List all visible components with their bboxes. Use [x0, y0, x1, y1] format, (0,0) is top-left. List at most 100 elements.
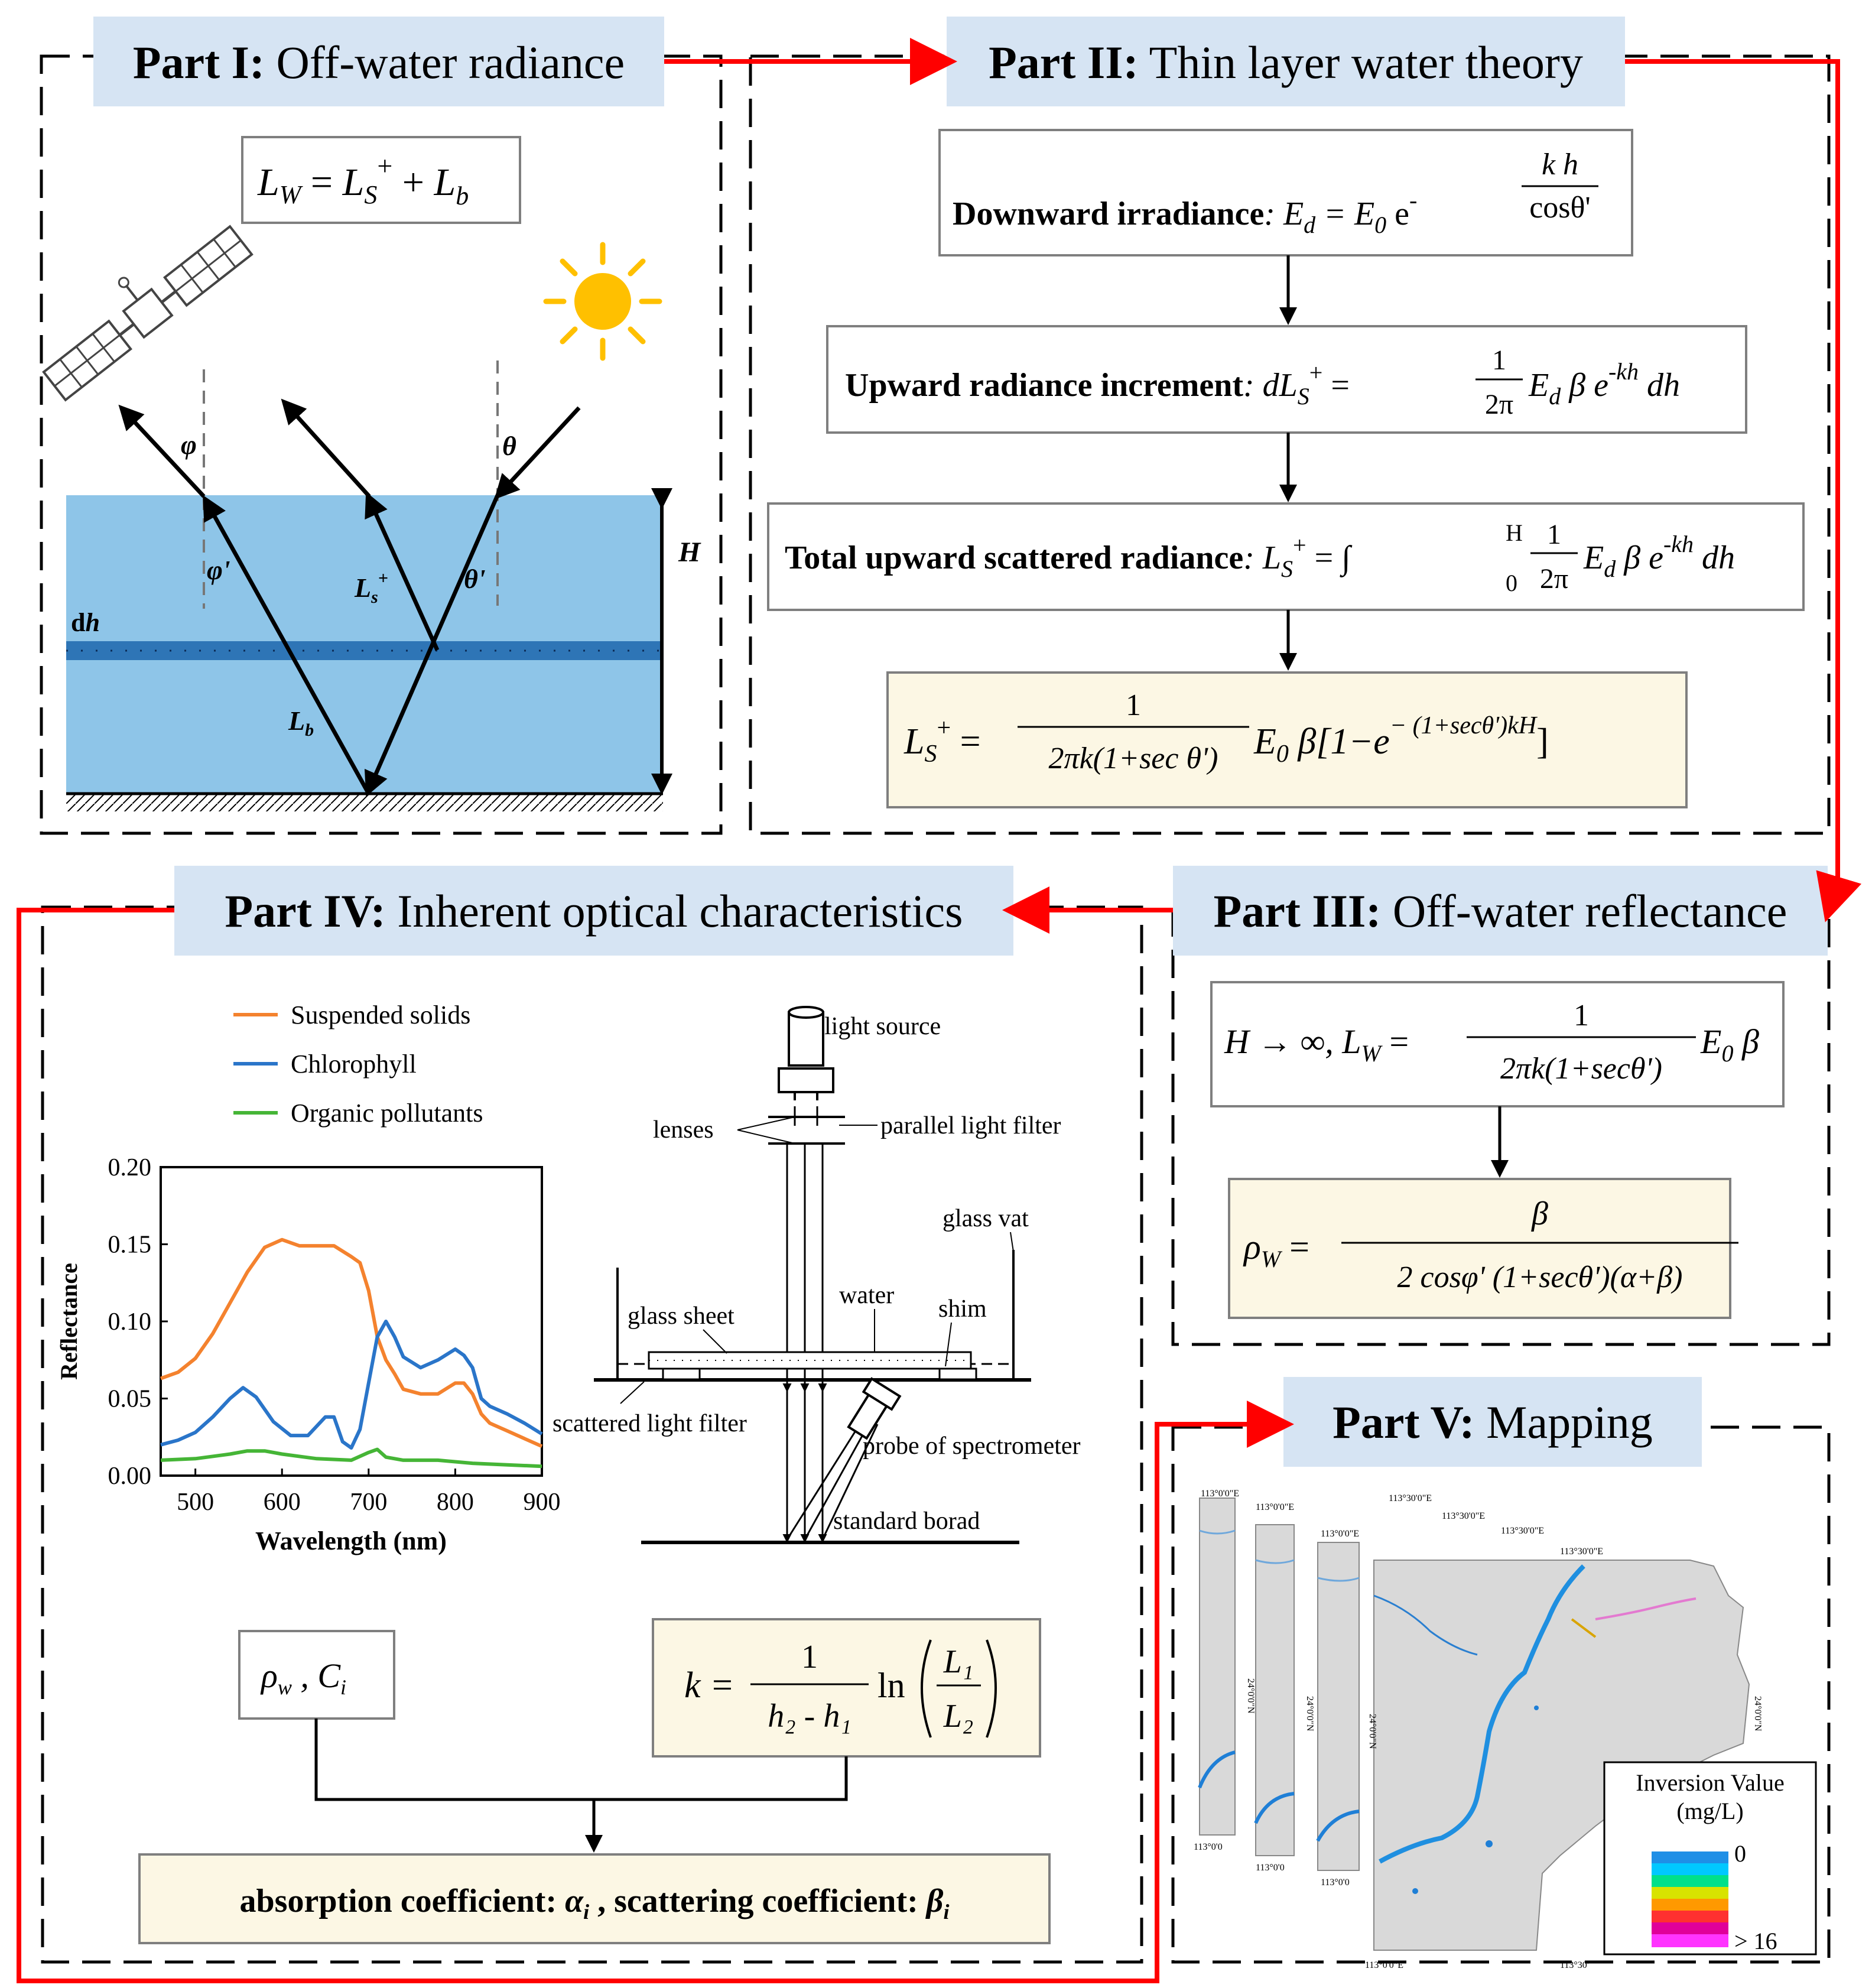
- coord-lon-2: 113°0'0"E: [1256, 1502, 1294, 1512]
- coord-lat-4: 24°0'0"N: [1753, 1696, 1763, 1732]
- reflectance-chart: Suspended solids Chlorophyll Organic pol…: [56, 1001, 561, 1555]
- map-strip-2: [1255, 1524, 1295, 1856]
- part4-title-box: [174, 866, 1013, 956]
- part5-panel: Part V: Mapping 113°0'0"E 113°0'0"E: [1171, 1377, 1831, 1970]
- inputs-text: ρw , Ci: [260, 1656, 346, 1699]
- inputs-box: [238, 1630, 395, 1720]
- part4-panel: Part IV: Inherent optical characteristic…: [41, 866, 1143, 1964]
- part3-dashed-frame: [1171, 911, 1831, 1346]
- satellite-icon: [42, 225, 254, 402]
- sun-icon: [543, 242, 662, 361]
- label-glass-vat: glass vat: [942, 1205, 1029, 1232]
- coord-lon-6: 113°30'0"E: [1501, 1526, 1544, 1536]
- light-beams: [782, 1144, 879, 1543]
- total-scattered-radiance-formula: Total upward scattered radiance: LS+ = ∫: [785, 532, 1353, 582]
- shim-right: [938, 1367, 977, 1380]
- chart-plot-area: [160, 1166, 543, 1477]
- map-river-main: [1379, 1564, 1585, 1864]
- coord-lon-9: 113°30': [1560, 1960, 1589, 1970]
- label-dh: dh: [71, 608, 100, 637]
- ls-result-lhs: LS+ =: [904, 714, 981, 768]
- series-line-0: [160, 1237, 543, 1448]
- measurement-apparatus: light source lenses parallel light filte…: [552, 1006, 1081, 1544]
- rho-w-num: β: [1531, 1196, 1548, 1232]
- part2-title-box: [947, 17, 1625, 106]
- label-light-source: light source: [824, 1013, 941, 1040]
- part1-title-box: [93, 17, 664, 106]
- ls-result-box: [886, 671, 1688, 808]
- y-tick-label: 0.05: [108, 1386, 152, 1413]
- bottom-hatch: [66, 794, 663, 811]
- k-frac-den: h₂ - h₁: [768, 1698, 852, 1734]
- upward-radiance-increment-formula: Upward radiance increment: dLS+ =: [845, 359, 1350, 410]
- chart-series-group: [160, 1237, 543, 1469]
- label-H: H: [678, 537, 701, 568]
- lw-infinite-num: 1: [1574, 999, 1589, 1032]
- label-theta: θ: [502, 431, 516, 461]
- y-tick-label: 0.20: [108, 1154, 152, 1181]
- map-main-region: [1373, 1560, 1750, 1951]
- label-water: water: [839, 1282, 894, 1309]
- total-scattered-radiance-box: [767, 502, 1805, 611]
- coord-lon-5: 113°30'0"E: [1442, 1511, 1485, 1521]
- coord-lat-1: 24°0'0"N: [1246, 1678, 1256, 1714]
- spectrometer-probe: [847, 1377, 902, 1440]
- chart-legend: Suspended solids Chlorophyll Organic pol…: [233, 1001, 483, 1128]
- incident-ray: [494, 406, 581, 500]
- rho-w-box: [1228, 1178, 1731, 1319]
- coord-lat-3: 24°0'0"N: [1367, 1714, 1377, 1749]
- scatter-out-ray: [281, 398, 371, 498]
- lw-infinite-tail: E0 β: [1700, 1022, 1759, 1067]
- total-tail: Ed β e-kh dh: [1583, 531, 1735, 582]
- series-line-2: [160, 1447, 542, 1469]
- part1-title: Part I: Off-water radiance: [133, 37, 625, 88]
- coord-lon-3: 113°0'0"E: [1321, 1529, 1359, 1539]
- downward-irradiance-box: [938, 129, 1633, 256]
- label-standard-board: standard borad: [833, 1508, 980, 1535]
- x-tick-label: 900: [524, 1489, 561, 1516]
- total-frac-den: 2π: [1540, 563, 1568, 595]
- chart-ylabel: Reflectance: [56, 1263, 82, 1380]
- label-glass-sheet: glass sheet: [628, 1302, 734, 1330]
- legend-title-1: Inversion Value: [1636, 1769, 1784, 1796]
- rho-w-lhs: ρW =: [1243, 1227, 1309, 1272]
- coord-lat-2: 24°0'0"N: [1305, 1696, 1315, 1732]
- legend-label-chlorophyll: Chlorophyll: [291, 1050, 417, 1079]
- scatter-up-ray: [365, 492, 440, 651]
- legend-label-organic: Organic pollutants: [291, 1099, 483, 1128]
- legend-max: > 16: [1734, 1928, 1777, 1954]
- inversion-legend: Inversion Value (mg/L) 0 > 16: [1603, 1761, 1817, 1955]
- label-lenses: lenses: [653, 1116, 714, 1144]
- label-phi: φ: [181, 430, 197, 460]
- light-source-base: [778, 1067, 834, 1093]
- part5-dashed-frame: [1171, 1425, 1831, 1964]
- part1-panel: Part I: Off-water radiance LW = LS+ + Lb: [40, 17, 723, 835]
- label-probe: probe of spectrometer: [863, 1432, 1081, 1460]
- coord-lon-11: 113°0'0: [1256, 1863, 1285, 1873]
- k-inner-num: L₁: [943, 1643, 974, 1680]
- k-paren-right: [986, 1639, 997, 1738]
- label-scattered-filter: scattered light filter: [552, 1410, 747, 1437]
- coefficients-text: absorption coefficient: αi , scattering …: [240, 1883, 950, 1924]
- integral-upper: H: [1506, 519, 1523, 546]
- shim-left: [662, 1367, 701, 1380]
- chart-xlabel: Wavelength (nm): [255, 1526, 447, 1555]
- arrow-part2-to-part3: [1625, 59, 1862, 922]
- k-formula-lhs: k =: [684, 1665, 734, 1706]
- part5-title-box: [1283, 1377, 1702, 1467]
- ls-result-tail: E0 β[1−e− (1+secθ')kH]: [1253, 712, 1549, 768]
- coord-lon-1: 113°0'0"E: [1201, 1489, 1239, 1499]
- label-lb: Lb: [288, 706, 314, 740]
- ls-result-num: 1: [1126, 688, 1141, 722]
- map-strip-1: [1199, 1498, 1236, 1836]
- ls-result-den: 2πk(1+sec θ'): [1049, 742, 1218, 775]
- coord-lon-4: 113°30'0"E: [1389, 1493, 1432, 1503]
- part2-panel: Part II: Thin layer water theory Downwar…: [749, 17, 1831, 835]
- x-tick-label: 800: [437, 1489, 474, 1516]
- downward-exp-denominator: cosθ': [1529, 191, 1591, 225]
- x-tick-label: 600: [264, 1489, 301, 1516]
- label-parallel-filter: parallel light filter: [880, 1112, 1061, 1139]
- k-inner-den: L₂: [943, 1698, 974, 1734]
- downward-exp-numerator: k h: [1542, 148, 1578, 181]
